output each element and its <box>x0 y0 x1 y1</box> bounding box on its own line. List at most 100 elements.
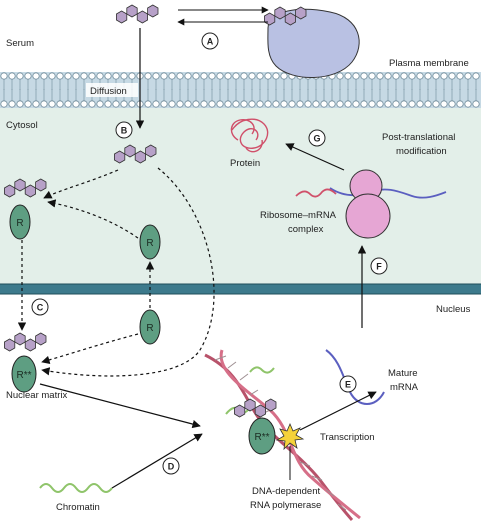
lipid-head <box>392 100 400 108</box>
lipid-head <box>216 100 224 108</box>
cytosol-bound-receptor <box>9 204 31 240</box>
lipid-head <box>184 72 192 80</box>
lipid-head <box>256 100 264 108</box>
lipid-head <box>192 100 200 108</box>
lipid-head <box>56 100 64 108</box>
lipid-head <box>32 72 40 80</box>
lipid-head <box>104 100 112 108</box>
lipid-head <box>64 100 72 108</box>
lipid-head <box>296 100 304 108</box>
lipid-head <box>416 72 424 80</box>
lipid-head <box>32 100 40 108</box>
lipid-head <box>360 100 368 108</box>
lipid-head <box>200 72 208 80</box>
lipid-head <box>336 72 344 80</box>
chromatin-label: Chromatin <box>56 502 100 513</box>
lipid-head <box>320 100 328 108</box>
lipid-head <box>456 100 464 108</box>
lipid-head <box>392 72 400 80</box>
lipid-head <box>72 100 80 108</box>
lipid-head <box>240 100 248 108</box>
lipid-head <box>360 72 368 80</box>
step-marker-a: A <box>201 32 219 50</box>
transcription-arrow <box>299 391 377 431</box>
mature-mrna <box>325 349 385 405</box>
lipid-head <box>232 72 240 80</box>
step-marker-c: C <box>31 298 49 316</box>
path-receptor-to-activated <box>41 333 139 364</box>
ribosome-large-subunit <box>345 193 391 239</box>
lipid-head <box>432 72 440 80</box>
lipid-head <box>400 72 408 80</box>
svg-text:E: E <box>345 380 351 390</box>
lipid-head <box>96 100 104 108</box>
lipid-head <box>216 72 224 80</box>
chromatin-arrow <box>111 433 203 489</box>
dna-bound-hormone <box>233 398 277 418</box>
folded-protein <box>230 118 269 153</box>
dna-bound-receptor-label: R** <box>254 432 269 443</box>
lipid-head <box>232 100 240 108</box>
lipid-head <box>224 72 232 80</box>
svg-text:B: B <box>121 126 128 136</box>
matrix-arrow <box>39 383 201 429</box>
lipid-head <box>152 100 160 108</box>
svg-text:G: G <box>313 134 320 144</box>
lipid-head <box>352 100 360 108</box>
plasma-membrane <box>0 72 481 108</box>
lipid-head <box>40 100 48 108</box>
lipid-head <box>440 100 448 108</box>
activated-receptor <box>11 355 37 393</box>
lipid-head <box>344 100 352 108</box>
lipid-head <box>440 72 448 80</box>
lipid-head <box>424 72 432 80</box>
lipid-head <box>424 100 432 108</box>
lipid-head <box>88 100 96 108</box>
svg-text:C: C <box>37 303 44 313</box>
activated-receptor-label: R** <box>16 370 31 381</box>
cytosol-free-receptor-label: R <box>146 238 153 249</box>
rna-polymerase-burst <box>275 422 305 451</box>
lipid-head <box>120 100 128 108</box>
lipid-head <box>280 100 288 108</box>
lipid-head <box>376 72 384 80</box>
lipid-head <box>344 72 352 80</box>
lipid-head <box>176 100 184 108</box>
mature-mrna-label-1: Mature <box>388 368 418 379</box>
nuclear-free-receptor-label: R <box>146 323 153 334</box>
lipid-head <box>176 72 184 80</box>
lipid-head <box>448 72 456 80</box>
lipid-head <box>184 100 192 108</box>
lipid-head <box>0 72 8 80</box>
lipid-head <box>80 72 88 80</box>
lipid-head <box>96 72 104 80</box>
lipid-head <box>312 100 320 108</box>
lipid-head <box>16 72 24 80</box>
lipid-head <box>112 100 120 108</box>
lipid-head <box>144 72 152 80</box>
lipid-head <box>144 100 152 108</box>
step-marker-f: F <box>370 257 388 275</box>
lipid-head <box>272 72 280 80</box>
lipid-head <box>408 100 416 108</box>
mature-mrna-label-2: mRNA <box>390 382 419 393</box>
cytosol-label: Cytosol <box>6 120 38 131</box>
polymerase-label-2: RNA polymerase <box>250 500 321 511</box>
nuclear-bound-hormone <box>3 332 47 352</box>
step-marker-d: D <box>162 457 180 475</box>
lipid-head <box>368 72 376 80</box>
lipid-head <box>160 72 168 80</box>
lipid-head <box>352 72 360 80</box>
step-marker-e: E <box>339 375 357 393</box>
lipid-head <box>64 72 72 80</box>
post-translational-label-1: Post-translational <box>382 132 455 143</box>
carrier-protein <box>263 6 360 78</box>
lipid-head <box>48 100 56 108</box>
diffusion-label: Diffusion <box>90 86 127 97</box>
transcription-label: Transcription <box>320 432 375 443</box>
nuclear-envelope <box>0 284 481 294</box>
lipid-head <box>128 100 136 108</box>
lipid-head <box>208 72 216 80</box>
nascent-peptide <box>295 188 337 198</box>
